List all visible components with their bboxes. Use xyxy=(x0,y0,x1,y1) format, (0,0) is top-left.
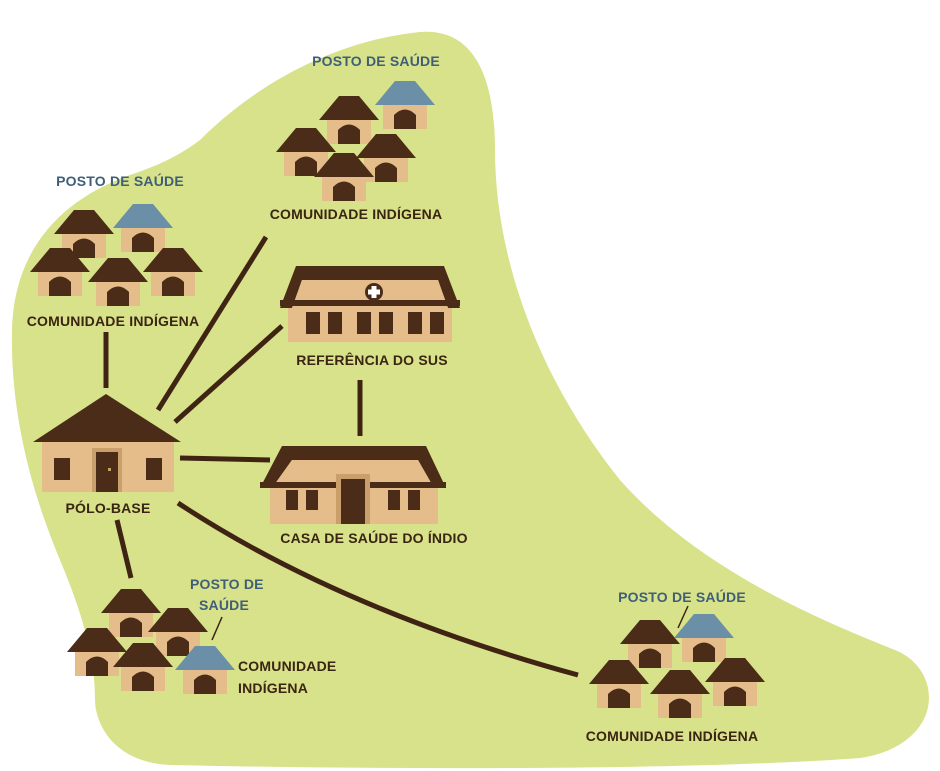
connector-lines xyxy=(103,235,689,678)
community-label-bottom-right: COMUNIDADE INDÍGENA xyxy=(585,728,759,744)
polo-base-house-icon xyxy=(33,394,181,492)
line-polo-to-community-top xyxy=(155,235,269,412)
community-label-bottom-left-line1: COMUNIDADE xyxy=(238,658,337,674)
post-label-bottom-left-line1: POSTO DE xyxy=(190,576,264,592)
casa-saude-label: CASA DE SAÚDE DO ÍNDIO xyxy=(280,530,468,546)
casa-saude-building-icon xyxy=(260,446,446,524)
line-polo-to-referencia xyxy=(173,324,284,424)
line-polo-to-community-bottom-right xyxy=(176,500,579,678)
referencia-sus-label: REFERÊNCIA DO SUS xyxy=(296,352,448,368)
line-post-label-bottom-left xyxy=(211,616,223,641)
post-label-bottom-left-line2: SAÚDE xyxy=(199,597,250,613)
community-label-top: COMUNIDADE INDÍGENA xyxy=(269,206,443,222)
line-polo-to-casa-saude xyxy=(179,455,271,463)
community-label-bottom-left-line2: INDÍGENA xyxy=(238,680,309,696)
line-polo-to-community-bottom-left xyxy=(114,519,134,579)
medical-cross-icon xyxy=(365,283,383,301)
hospital-building-icon xyxy=(280,266,460,342)
post-label-bottom-right: POSTO DE SAÚDE xyxy=(618,589,746,605)
land-region xyxy=(11,31,929,769)
line-post-label-bottom-right xyxy=(677,605,689,629)
post-label-left: POSTO DE SAÚDE xyxy=(56,173,184,189)
post-label-top: POSTO DE SAÚDE xyxy=(312,53,440,69)
community-label-left: COMUNIDADE INDÍGENA xyxy=(26,313,200,329)
polo-base-label: PÓLO-BASE xyxy=(65,500,151,516)
